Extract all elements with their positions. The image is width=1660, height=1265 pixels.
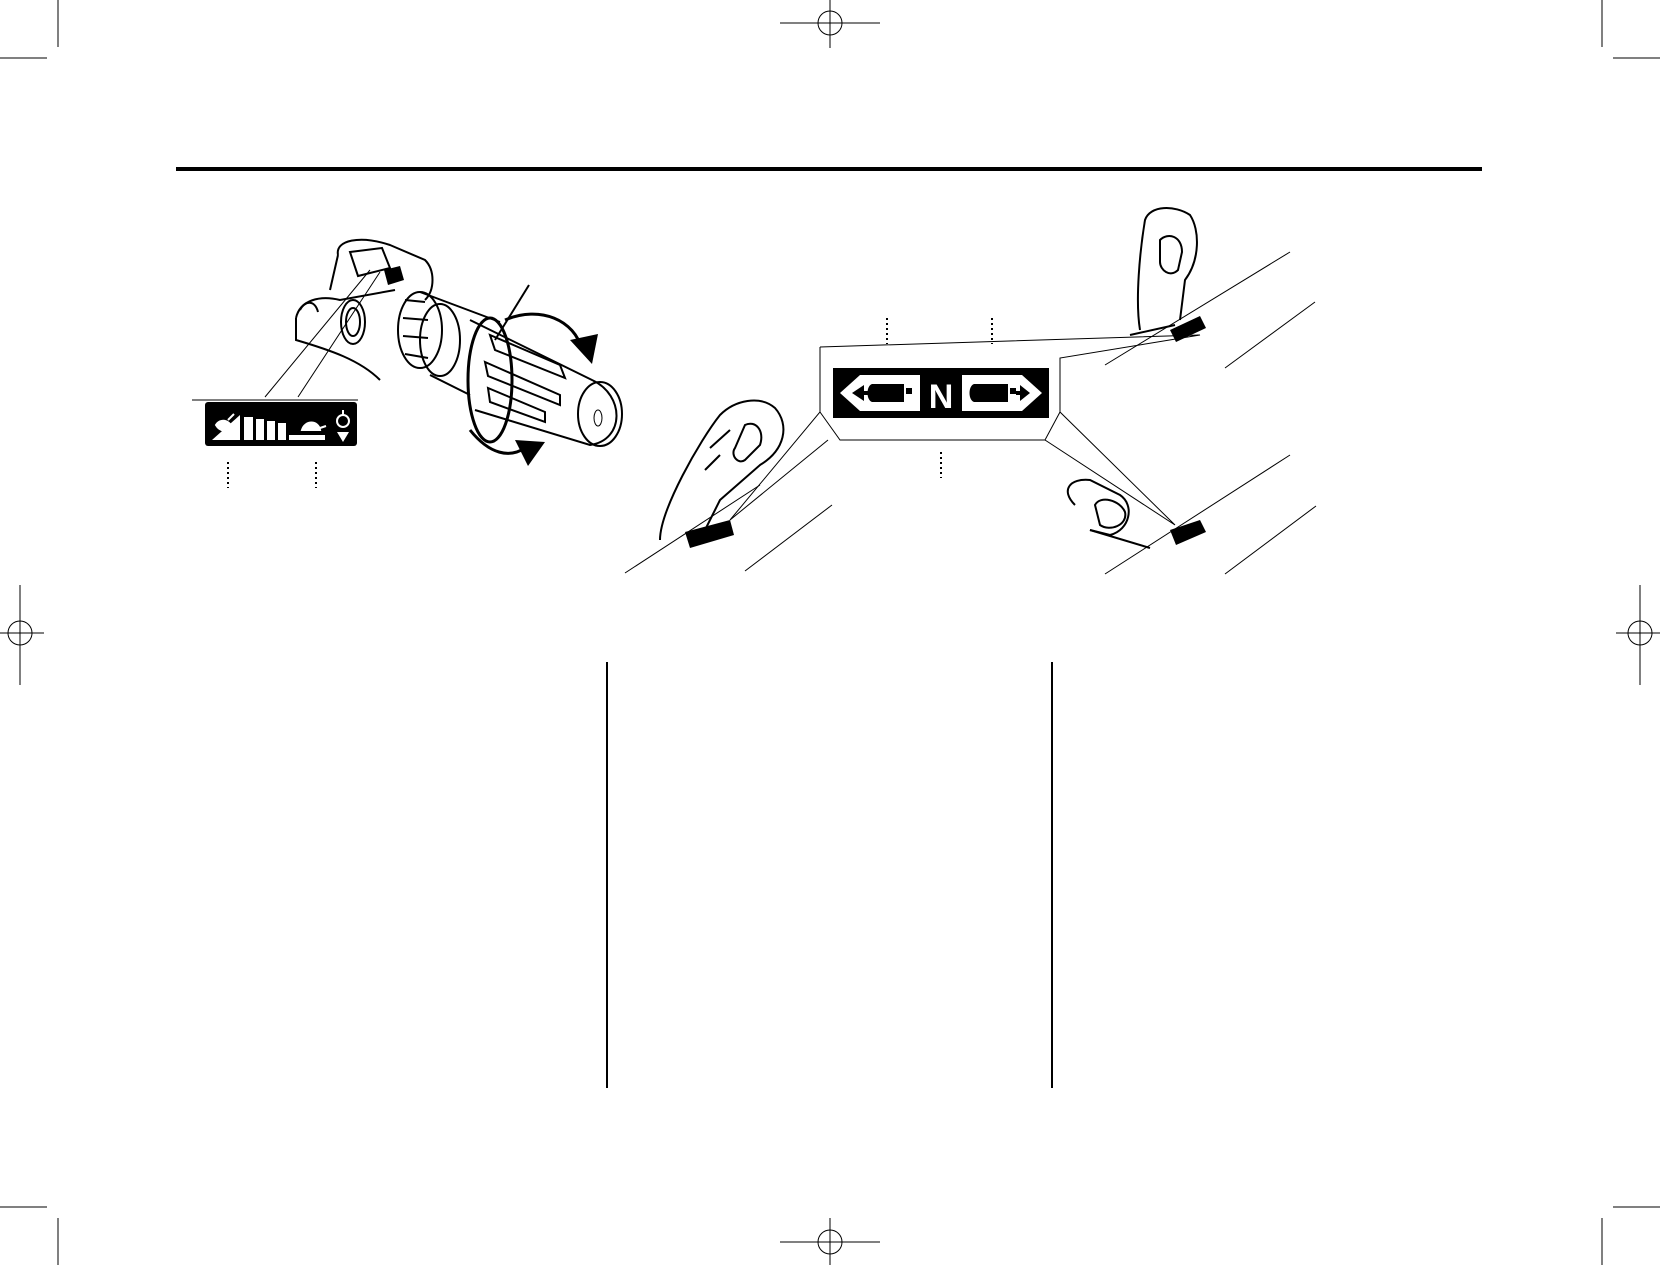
forward-neutral-reverse-label-icon	[833, 368, 1049, 418]
callout-line	[264, 269, 371, 398]
callout-line	[297, 271, 381, 398]
column-rule-right	[1051, 662, 1053, 1088]
choke-icon	[336, 410, 350, 442]
throttle-grip-figure	[295, 238, 623, 466]
registration-mark-right	[1616, 585, 1660, 685]
registration-mark-top	[780, 0, 880, 48]
registration-mark-left	[0, 585, 44, 685]
rabbit-icon	[214, 413, 235, 432]
neutral-letter: N	[929, 378, 954, 416]
shift-lever-figure	[624, 207, 1317, 575]
registration-mark-bottom	[780, 1218, 880, 1265]
tortoise-icon	[300, 421, 327, 431]
column-rule-left	[606, 662, 608, 1088]
speed-range-label-icon	[205, 402, 357, 446]
